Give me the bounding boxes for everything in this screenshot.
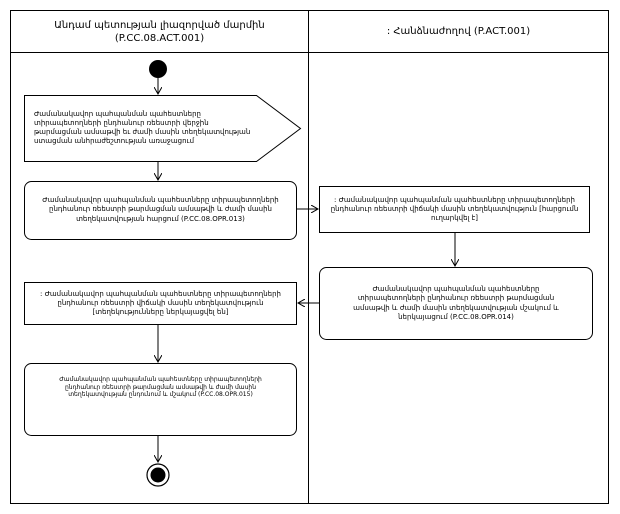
signal-event-shape: [24, 95, 302, 162]
provide-op-shape: [319, 267, 593, 340]
swimlane-frame: [10, 10, 609, 504]
request-op-label: Ժամանակավոր պահպանման պահեստները տիրապետ…: [42, 196, 279, 223]
event-signal-label: Ժամանակավոր պահպանման պահեստները տիրապետ…: [34, 109, 251, 146]
request-object-shape: [319, 186, 590, 233]
response-object-shape: [24, 282, 297, 325]
right-lane-title: : Հանձնաժողով (P.ACT.001): [386, 26, 531, 38]
initial-node: [149, 60, 167, 78]
left-lane-title: Անդամ պետության լիազորված մարմին (P.CC.0…: [54, 19, 265, 44]
request-op-shape: [24, 181, 297, 240]
receive-op-label: Ժամանակավոր պահպանման պահեստները տիրապետ…: [59, 375, 262, 399]
response-object-label: : Ժամանակավոր պահպանման պահեստները տիրապ…: [40, 289, 281, 317]
receive-op-shape: [24, 363, 297, 436]
provide-op-label: Ժամանակավոր պահպանման պահեստները տիրապետ…: [353, 285, 559, 321]
final-node-dot: [150, 467, 166, 483]
request-object-label: : Ժամանակավոր պահպանման պահեստները տիրապ…: [330, 195, 579, 223]
